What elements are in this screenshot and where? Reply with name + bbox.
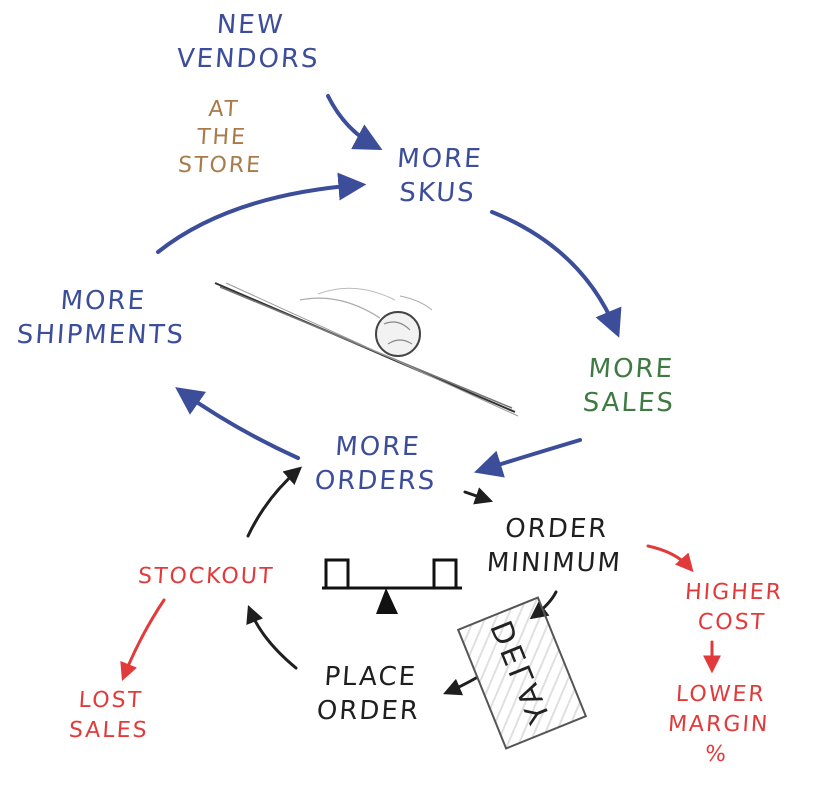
node-more-orders: MORE ORDERS [314,430,440,498]
node-place-order: PLACE ORDER [316,660,424,728]
arrow-more-orders-to-more-shipments [182,392,298,458]
node-stockout: STOCKOUT [137,562,275,592]
node-lost-sales: LOST SALES [68,686,152,746]
node-more-skus: MORE SKUS [394,142,484,210]
node-lower-margin: LOWER MARGIN % [665,680,773,770]
arrow-new-vendors-to-more-skus [328,96,375,146]
arrow-more-orders-to-order-minimum [465,492,488,500]
arrow-stockout-to-lost-sales [124,600,164,676]
node-delay: DELAY [485,615,559,731]
arrow-more-skus-to-more-sales [492,212,616,330]
node-new-vendors: NEW VENDORS [176,8,323,76]
node-order-minimum: ORDER MINIMUM [486,512,626,580]
arrow-more-shipments-to-more-skus [158,185,358,252]
node-higher-cost: HIGHER COST [682,578,784,638]
node-at-the-store: AT THE STORE [177,96,267,180]
snowball-slope-sketch [215,283,518,416]
arrow-delay-to-place-order [448,678,476,692]
arrow-more-sales-to-more-orders [482,440,580,470]
arrow-place-order-to-stockout [250,610,296,668]
arrow-stockout-to-more-orders [248,470,298,536]
arrow-order-minimum-to-higher-cost [648,546,690,568]
node-more-shipments: MORE SHIPMENTS [16,284,189,352]
balance-scale-icon [322,560,462,614]
node-more-sales: MORE SALES [582,352,679,420]
